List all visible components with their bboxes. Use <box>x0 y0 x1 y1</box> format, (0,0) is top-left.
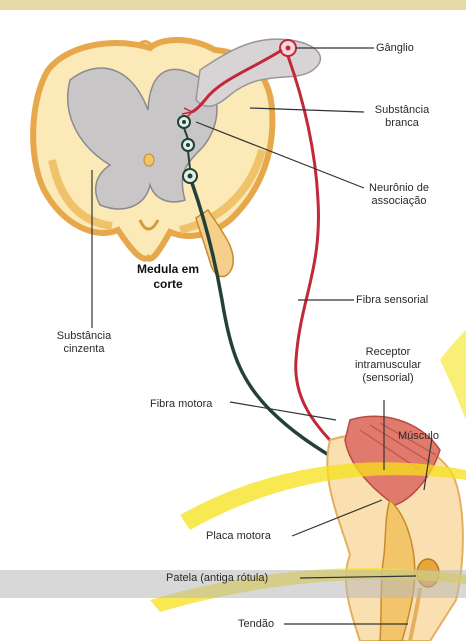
label-neuronio-associacao: Neurônio de associação <box>354 182 444 208</box>
label-substancia-branca: Substância branca <box>360 104 444 130</box>
label-patela: Patela (antiga rótula) <box>166 572 268 585</box>
label-musculo: Músculo <box>398 430 439 443</box>
label-substancia-cinzenta: Substância cinzenta <box>46 330 122 356</box>
leg-section <box>327 416 463 641</box>
watermark-swoosh-3 <box>440 330 466 420</box>
central-canal <box>144 154 154 166</box>
label-fibra-sensorial: Fibra sensorial <box>356 294 428 307</box>
label-placa-motora: Placa motora <box>206 530 271 543</box>
label-receptor: Receptor intramuscular (sensorial) <box>336 346 440 385</box>
label-medula-em-corte: Medula em corte <box>136 262 200 292</box>
label-ganglio: Gânglio <box>376 42 414 55</box>
ganglion-nucleus <box>286 46 291 51</box>
label-tendao: Tendão <box>238 618 274 631</box>
label-fibra-motora: Fibra motora <box>150 398 212 411</box>
motor-neuron-nucleus <box>188 174 193 179</box>
header-bar <box>0 0 466 10</box>
